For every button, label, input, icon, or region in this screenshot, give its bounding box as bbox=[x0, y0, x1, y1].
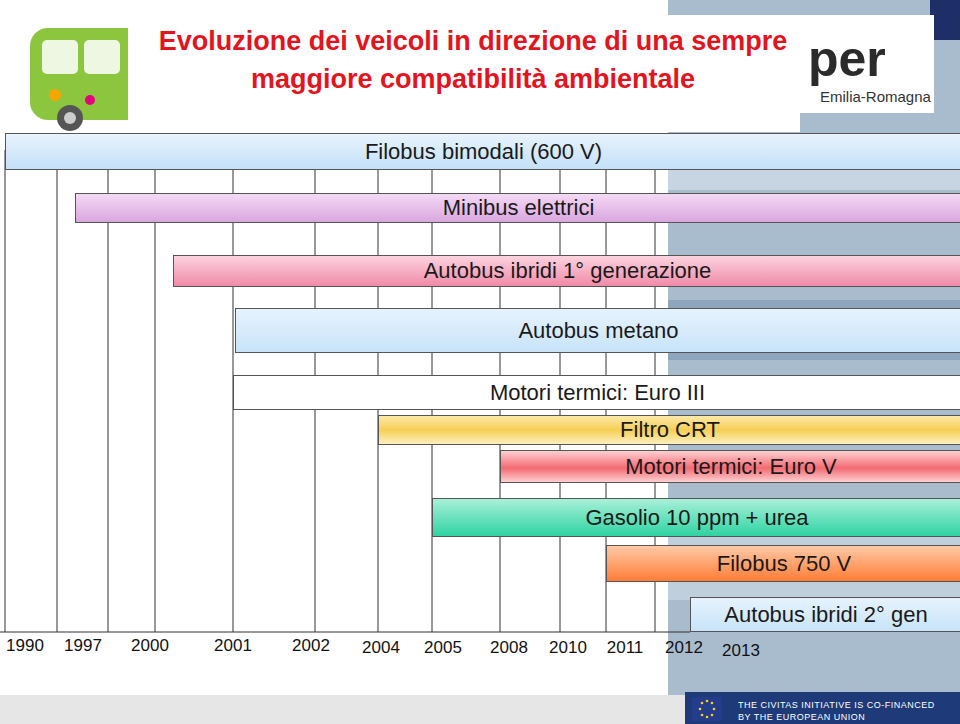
timeline-bar: Autobus ibridi 2° gen bbox=[690, 597, 960, 632]
timeline-bar: Motori termici: Euro V bbox=[500, 450, 960, 483]
year-label: 2002 bbox=[292, 636, 330, 656]
year-label: 2000 bbox=[131, 636, 169, 656]
year-label: 2011 bbox=[607, 638, 644, 658]
bar-label: Minibus elettrici bbox=[443, 195, 595, 221]
year-label: 2013 bbox=[722, 641, 760, 661]
bar-label: Filobus 750 V bbox=[717, 551, 852, 577]
bar-label: Autobus metano bbox=[518, 318, 678, 344]
year-label: 2005 bbox=[424, 638, 462, 658]
eu-stars bbox=[699, 700, 716, 719]
bottom-ground bbox=[0, 695, 685, 724]
eu-flag bbox=[692, 697, 722, 721]
bar-label: Autobus ibridi 2° gen bbox=[724, 602, 927, 628]
photo-corner bbox=[930, 0, 960, 40]
timeline-bar: Filobus bimodali (600 V) bbox=[5, 133, 960, 170]
footer-strip bbox=[685, 692, 960, 724]
year-label: 2012 bbox=[665, 638, 703, 658]
year-label: 2008 bbox=[490, 638, 528, 658]
timeline-bar: Filobus 750 V bbox=[606, 545, 960, 582]
timeline-bar: Minibus elettrici bbox=[75, 193, 960, 223]
logo-text: per bbox=[808, 30, 886, 88]
timeline-bar: Motori termici: Euro III bbox=[233, 375, 960, 410]
timeline-bar: Autobus metano bbox=[235, 308, 960, 353]
timeline-bar: Gasolio 10 ppm + urea bbox=[432, 498, 960, 537]
bar-label: Autobus ibridi 1° generazione bbox=[424, 258, 712, 284]
logo-text: Emilia-Romagna bbox=[820, 88, 931, 105]
timeline-bar: Autobus ibridi 1° generazione bbox=[173, 255, 960, 287]
year-label: 2004 bbox=[362, 638, 400, 658]
bar-label: Gasolio 10 ppm + urea bbox=[585, 505, 808, 531]
year-label: 1997 bbox=[64, 636, 102, 656]
bar-label: Motori termici: Euro III bbox=[490, 380, 705, 406]
year-label: 2010 bbox=[549, 638, 587, 658]
year-label: 2001 bbox=[214, 636, 252, 656]
timeline-bar: Filtro CRT bbox=[378, 415, 960, 445]
year-label: 1990 bbox=[6, 636, 44, 656]
bar-label: Motori termici: Euro V bbox=[625, 454, 837, 480]
bar-label: Filtro CRT bbox=[620, 417, 720, 443]
footer-note: THE CIVITAS INITIATIVE IS CO-FINANCED BY… bbox=[738, 699, 948, 723]
title: Evoluzione dei veicoli in direzione di u… bbox=[128, 22, 818, 98]
bar-label: Filobus bimodali (600 V) bbox=[365, 139, 602, 165]
